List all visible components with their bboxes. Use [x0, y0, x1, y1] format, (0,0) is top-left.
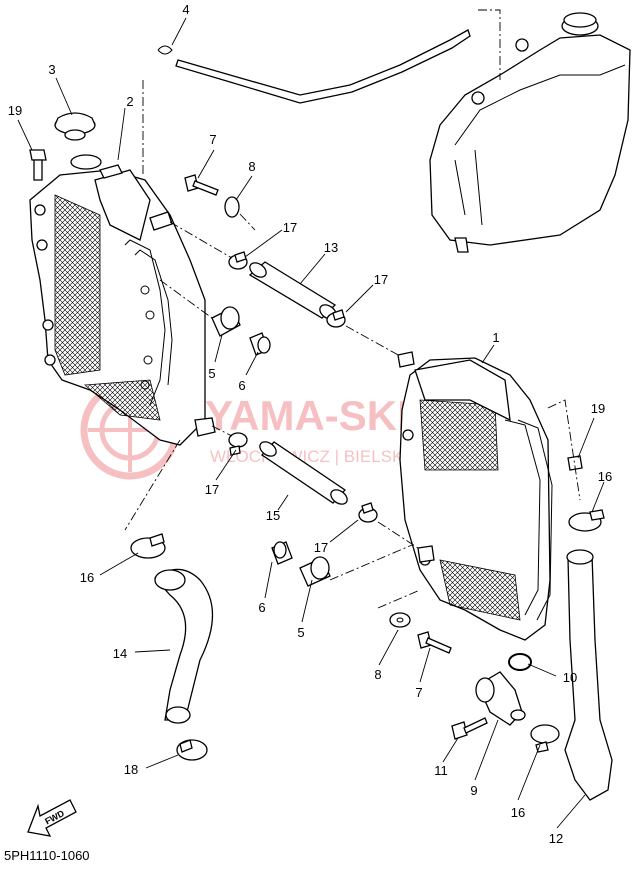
- left-radiator: [29, 154, 216, 446]
- bolt-19-left: [29, 149, 47, 181]
- washer-upper: [224, 196, 240, 218]
- callout-label: 19: [8, 103, 22, 118]
- callout-label: 16: [598, 469, 612, 484]
- mount-leader-lower: [329, 544, 413, 581]
- lower-hose-clamp-b: [358, 502, 378, 523]
- callout-leaders: [17, 17, 605, 829]
- upper-hose-clamp-b: [326, 309, 346, 328]
- callout-label: 19: [591, 401, 605, 416]
- right-long-hose: [564, 549, 613, 801]
- callout-label: 17: [374, 272, 388, 287]
- left-lower-hose: [154, 568, 214, 724]
- clamp-16-right-upper: [568, 509, 605, 532]
- callout-label: 9: [470, 783, 477, 798]
- callout-label: 6: [258, 600, 265, 615]
- left-hose-leader: [124, 439, 181, 531]
- callout-label: 2: [126, 94, 133, 109]
- upper-hose: [248, 261, 337, 320]
- forward-arrow: FWD: [27, 799, 77, 837]
- upper-hose-clamp-a: [228, 251, 248, 270]
- callout-label: 7: [415, 685, 422, 700]
- callout-label: 5: [297, 625, 304, 640]
- overflow-hose: [157, 29, 471, 104]
- pump-fitting: [475, 671, 526, 726]
- clamp-18: [176, 739, 208, 761]
- callout-label: 5: [208, 366, 215, 381]
- lower-hose-leader: [211, 425, 419, 549]
- right-hose-leader: [547, 399, 581, 501]
- collar-lower: [271, 541, 293, 565]
- bolt-19-right: [567, 455, 583, 471]
- callout-label: 16: [511, 805, 525, 820]
- diagram-code: 5PH1110-1060: [4, 848, 90, 863]
- mount-leader-upper: [159, 279, 213, 319]
- callout-label: 1: [492, 330, 499, 345]
- upper-hose-leader: [169, 221, 401, 357]
- callout-labels: 4 2 3 19 7 8 17 13 17 5 6 17 15 17 6 5 1…: [8, 2, 612, 846]
- bolt-leader-lower: [377, 589, 421, 609]
- reservoir-tank: [429, 9, 631, 253]
- forward-arrow-icon: [27, 799, 77, 837]
- callout-label: 17: [314, 540, 328, 555]
- washer-lower: [389, 612, 411, 628]
- collar-upper: [249, 332, 271, 356]
- callout-label: 16: [80, 570, 94, 585]
- callout-label: 8: [374, 667, 381, 682]
- callout-label: 13: [324, 240, 338, 255]
- callout-label: 4: [182, 2, 189, 17]
- clamp-16-right-lower: [530, 724, 560, 753]
- bolt-leader-upper: [239, 213, 256, 231]
- grommet-upper: [211, 306, 241, 337]
- callout-label: 8: [248, 159, 255, 174]
- lower-hose-clamp-a: [228, 432, 248, 456]
- radiator-cap: [54, 112, 96, 141]
- callout-label: 3: [48, 62, 55, 77]
- callout-label: 18: [124, 762, 138, 777]
- bolt-upper: [184, 174, 219, 196]
- pump-bolt: [451, 717, 488, 740]
- callout-label: 15: [266, 508, 280, 523]
- clamp-16-left: [130, 533, 166, 559]
- callout-label: 7: [209, 132, 216, 147]
- callout-label: 10: [563, 670, 577, 685]
- grommet-lower: [299, 556, 331, 587]
- callout-label: 17: [205, 482, 219, 497]
- callout-label: 12: [549, 831, 563, 846]
- o-ring: [508, 653, 532, 671]
- callout-label: 14: [113, 646, 127, 661]
- bolt-lower: [417, 631, 452, 654]
- right-radiator: [397, 351, 553, 641]
- callout-label: 6: [238, 378, 245, 393]
- callout-label: 11: [434, 763, 448, 778]
- lower-hose: [259, 441, 348, 505]
- callout-label: 17: [283, 220, 297, 235]
